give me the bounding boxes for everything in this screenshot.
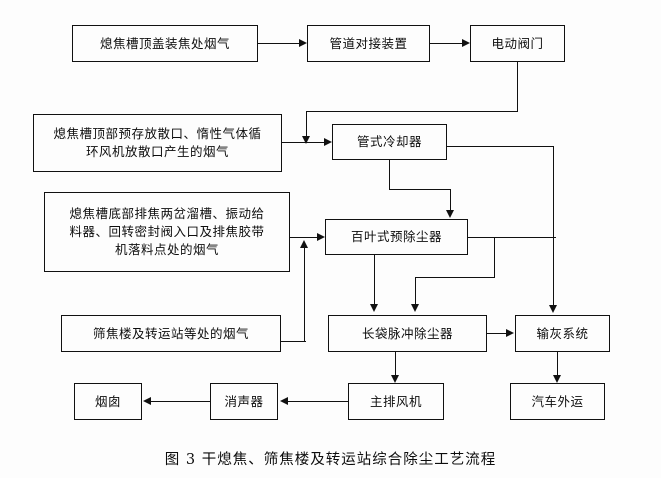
node-source-screening-building: 筛焦楼及转运站等处的烟气 bbox=[61, 315, 281, 352]
node-label: 电动阀门 bbox=[491, 35, 544, 51]
node-source-top-vent: 熄焦槽顶部预存放散口、惰性气体循 环风机放散口产生的烟气 bbox=[33, 114, 282, 172]
edge-line-cooler-right bbox=[389, 189, 451, 191]
edge-arrowhead-bottom-to-louver bbox=[317, 233, 325, 241]
node-label: 筛焦楼及转运站等处的烟气 bbox=[92, 325, 249, 341]
edge-line-valve-left bbox=[306, 111, 518, 113]
node-label: 管道对接装置 bbox=[329, 35, 408, 51]
edge-arrowhead-bag-to-fan bbox=[391, 375, 399, 383]
edge-line-louver-down bbox=[374, 255, 376, 305]
edge-line-topcover-to-docking bbox=[258, 43, 299, 45]
edge-line-valve-down bbox=[517, 62, 519, 112]
edge-arrowhead-valve-into-feed bbox=[302, 136, 310, 144]
node-label-line3: 机落料点处的烟气 bbox=[114, 241, 219, 257]
node-label-line2: 环风机放散口产生的烟气 bbox=[85, 144, 229, 159]
node-long-bag-pulse-duster: 长袋脉冲除尘器 bbox=[328, 315, 487, 352]
node-louver-pre-duster: 百叶式预除尘器 bbox=[325, 219, 468, 255]
edge-line-midbranch-down bbox=[415, 277, 417, 306]
edge-arrowhead-silencer-to-chimney bbox=[143, 397, 151, 405]
edge-line-docking-to-valve bbox=[430, 43, 462, 45]
node-main-exhaust-fan: 主排风机 bbox=[348, 383, 444, 420]
node-label: 百叶式预除尘器 bbox=[350, 229, 442, 245]
edge-line-louver-right-tap bbox=[468, 237, 556, 239]
node-label: 熄焦槽顶部预存放散口、惰性气体循 环风机放散口产生的烟气 bbox=[38, 125, 277, 161]
edge-line-silencer-to-chimney bbox=[151, 401, 210, 403]
edge-arrowhead-cooler-into-louver bbox=[446, 210, 454, 218]
figure-caption: 图 3 干熄焦、筛焦楼及转运站综合除尘工艺流程 bbox=[164, 452, 497, 468]
edge-arrowhead-louver-to-bag bbox=[370, 304, 378, 312]
node-ash-conveying-system: 输灰系统 bbox=[515, 315, 610, 352]
node-label: 汽车外运 bbox=[531, 393, 584, 409]
node-label-line1: 熄焦槽底部排焦两岔溜槽、振动给 bbox=[69, 206, 265, 222]
edge-arrowhead-ash-to-truck bbox=[553, 375, 561, 383]
node-source-bottom-discharge: 熄焦槽底部排焦两岔溜槽、振动给 料器、回转密封阀入口及排焦胶带 机落料点处的烟气 bbox=[44, 192, 290, 272]
edge-line-screening-right bbox=[281, 341, 306, 343]
edge-line-cooler-to-ash-right bbox=[447, 146, 554, 148]
node-label: 长袋脉冲除尘器 bbox=[361, 325, 453, 341]
edge-arrowhead-bag-to-ash bbox=[506, 329, 514, 337]
node-source-top-cover: 熄焦槽顶盖装焦处烟气 bbox=[72, 25, 258, 62]
node-truck-transport: 汽车外运 bbox=[510, 383, 605, 420]
edge-line-midbranch-from-louver bbox=[494, 237, 496, 278]
node-label: 烟囱 bbox=[94, 393, 121, 409]
node-label-line2: 料器、回转密封阀入口及排焦胶带 bbox=[69, 224, 265, 240]
node-chimney: 烟囱 bbox=[74, 383, 142, 420]
node-label: 熄焦槽底部排焦两岔溜槽、振动给 料器、回转密封阀入口及排焦胶带 机落料点处的烟气 bbox=[49, 205, 285, 258]
edge-arrowhead-topvent-to-cooler bbox=[324, 138, 332, 146]
edge-line-cooler-to-ash-down bbox=[553, 146, 555, 306]
edge-line-topvent-to-cooler bbox=[282, 142, 324, 144]
edge-arrowhead-fan-to-silencer bbox=[280, 397, 288, 405]
edge-line-valve-down2 bbox=[306, 111, 308, 138]
node-duct-docking-device: 管道对接装置 bbox=[307, 25, 430, 62]
node-label: 管式冷却器 bbox=[356, 134, 422, 150]
edge-arrowhead-midbranch-to-bag bbox=[411, 304, 419, 312]
edge-line-cooler-down2 bbox=[450, 189, 452, 211]
node-tube-cooler: 管式冷却器 bbox=[332, 124, 447, 160]
edge-line-bag-to-fan bbox=[395, 352, 397, 376]
edge-arrowhead-cooler-to-ash bbox=[549, 305, 557, 313]
node-label: 熄焦槽顶盖装焦处烟气 bbox=[99, 35, 230, 51]
node-label: 输灰系统 bbox=[536, 325, 589, 341]
edge-arrowhead-topcover-to-docking bbox=[299, 39, 307, 47]
edge-line-cooler-down bbox=[389, 160, 391, 190]
edge-arrowhead-docking-to-valve bbox=[462, 39, 470, 47]
edge-arrowhead-screening-to-louver bbox=[300, 240, 308, 248]
node-electric-valve: 电动阀门 bbox=[470, 25, 565, 62]
edge-line-ash-to-truck bbox=[557, 352, 559, 376]
node-label-line1: 熄焦槽顶部预存放散口、惰性气体循 bbox=[53, 126, 262, 142]
node-label: 消声器 bbox=[224, 393, 264, 409]
edge-line-bottom-to-louver bbox=[290, 237, 318, 239]
node-label: 主排风机 bbox=[369, 393, 422, 409]
edge-line-bag-to-ash bbox=[487, 333, 507, 335]
node-silencer: 消声器 bbox=[210, 383, 278, 420]
edge-line-midbranch-horizontal bbox=[415, 277, 495, 279]
edge-line-screening-up bbox=[304, 247, 306, 342]
edge-line-fan-to-silencer bbox=[288, 401, 348, 403]
